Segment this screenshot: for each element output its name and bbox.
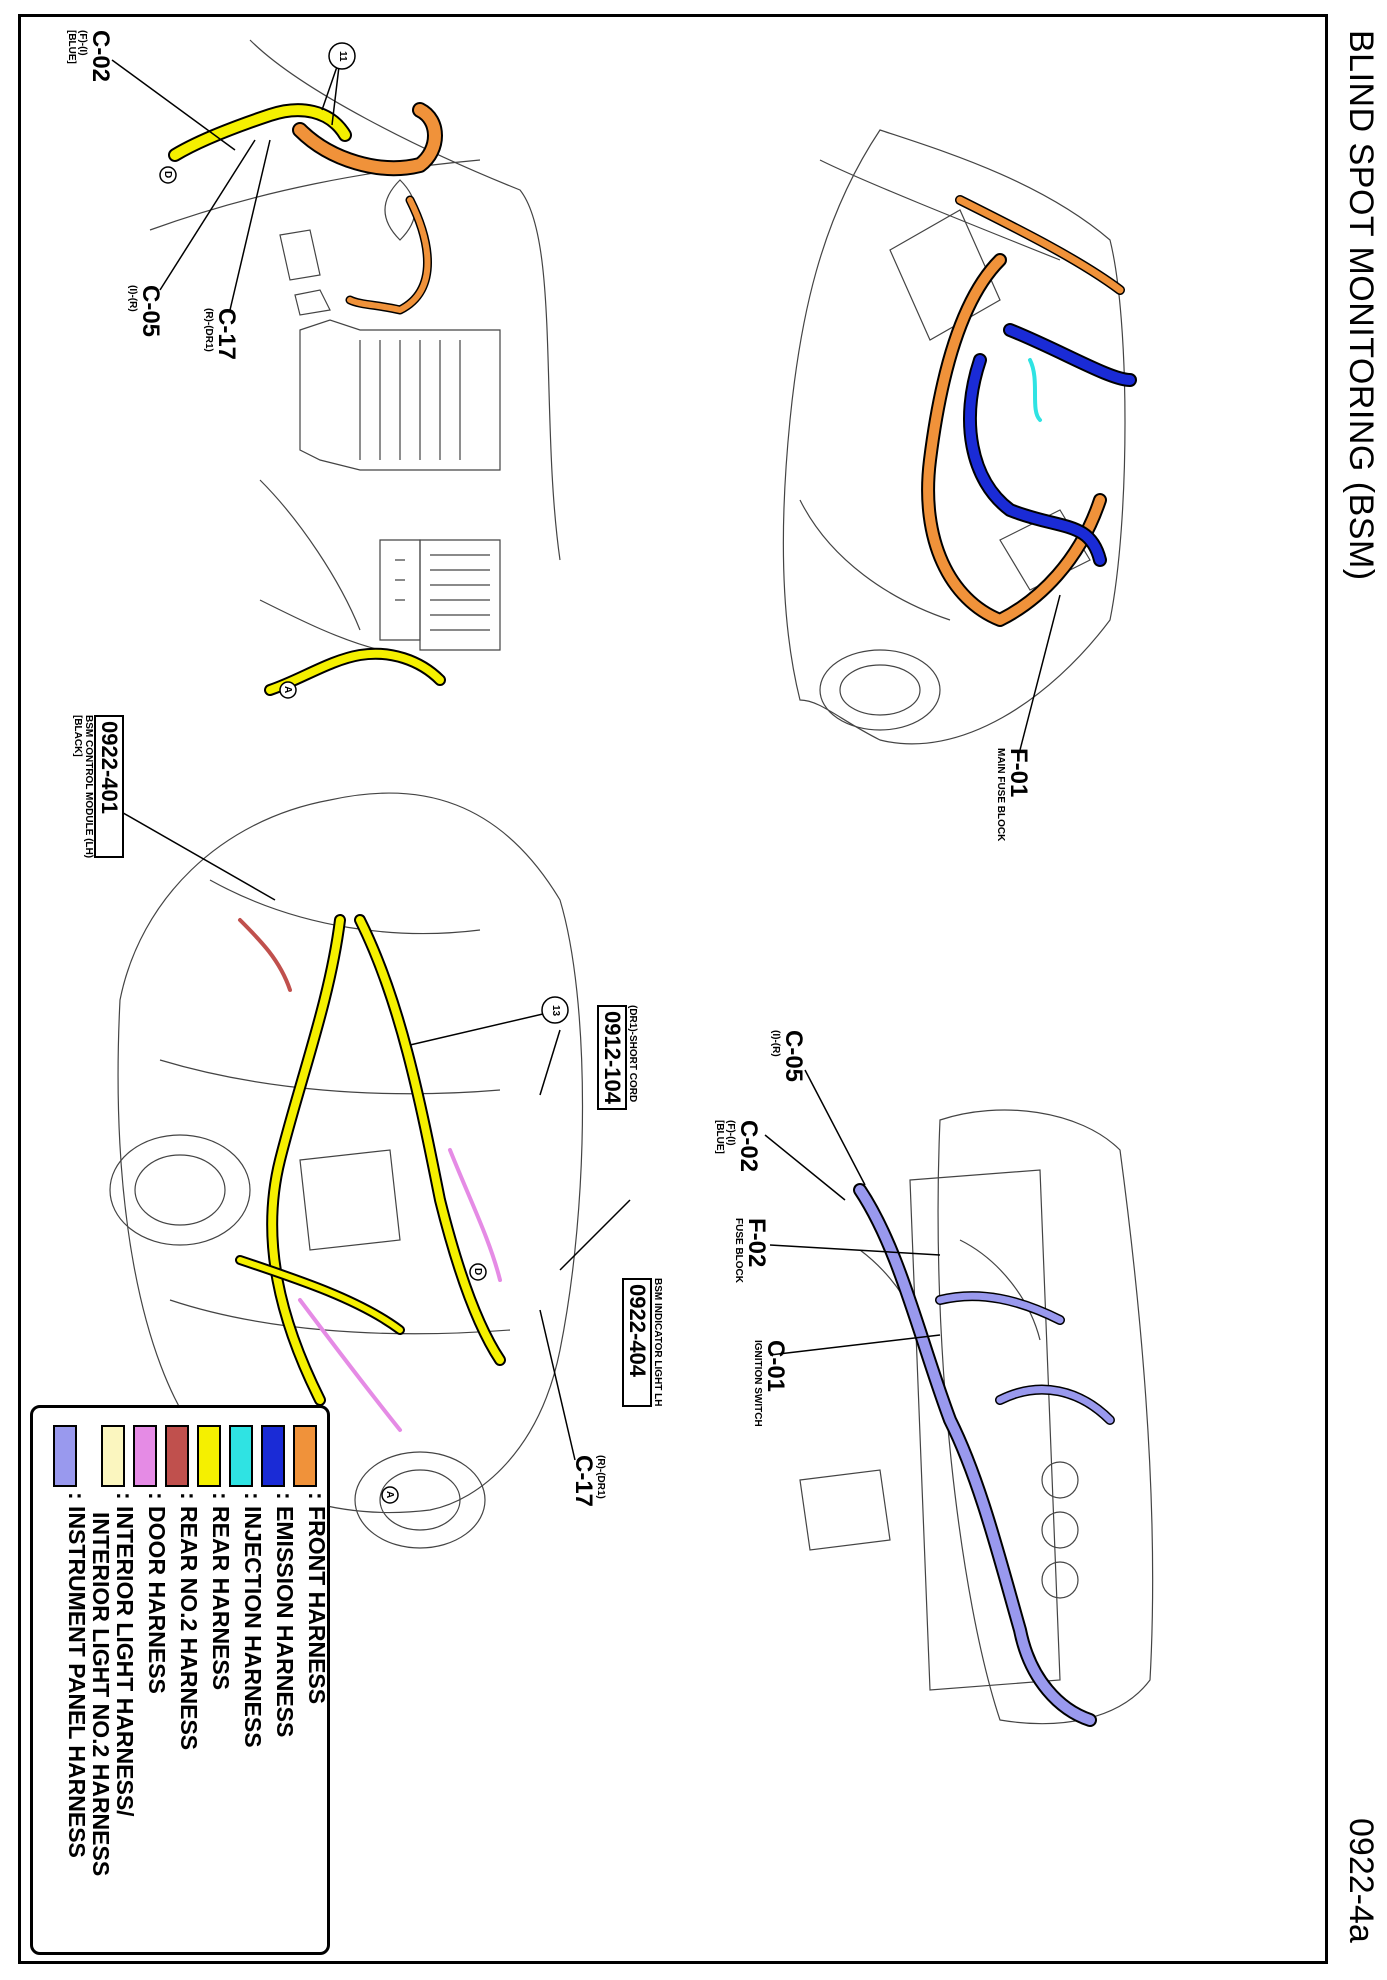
callout-f02-fuse-block: F-02 FUSE BLOCK xyxy=(733,1218,770,1283)
legend-label-rear: : REAR HARNESS xyxy=(208,1492,234,1691)
connector-marker-a-bottom: A xyxy=(384,1491,395,1499)
ref-marker-11: 11 xyxy=(337,51,348,62)
view-engine-bay xyxy=(782,129,1126,745)
legend-label-injection: : INJECTION HARNESS xyxy=(240,1492,266,1748)
legend-label-door: : DOOR HARNESS xyxy=(144,1492,170,1694)
legend-swatch-rear-no2 xyxy=(165,1425,189,1487)
callout-f01-main-fuse-block: F-01 MAIN FUSE BLOCK xyxy=(995,748,1032,842)
callout-c02-bottom: C-02 (F)-(I) [BLUE] xyxy=(714,1120,762,1173)
legend-swatch-interior-light xyxy=(101,1425,125,1487)
page-title: BLIND SPOT MONITORING (BSM) xyxy=(1342,30,1380,581)
callout-c05-bottom: C-05 (I)-(R) xyxy=(770,1030,807,1083)
legend-label-interior-light: : INTERIOR LIGHT HARNESS/ xyxy=(112,1492,138,1817)
callout-c01-ignition-switch: C-01 IGNITION SWITCH xyxy=(752,1340,789,1427)
legend-label-front: : FRONT HARNESS xyxy=(304,1492,330,1705)
callout-0922-401-bsm-control-module: 0922-401 BSM CONTROL MODULE (LH) [BLACK] xyxy=(72,715,124,859)
callout-0922-404-bsm-indicator-light: BSM INDICATOR LIGHT LH 0922-404 xyxy=(622,1278,663,1407)
view-dash-left xyxy=(149,39,561,651)
legend-swatch-injection xyxy=(229,1425,253,1487)
legend-swatch-front xyxy=(293,1425,317,1487)
legend-label-instrument-panel: : INSTRUMENT PANEL HARNESS xyxy=(64,1492,90,1858)
legend-swatch-door xyxy=(133,1425,157,1487)
callout-c17-top: C-17 (R)-(DR1) xyxy=(203,308,240,361)
connector-marker-d-top: D xyxy=(162,171,173,179)
legend-swatch-rear xyxy=(197,1425,221,1487)
page-number: 0922-4a xyxy=(1342,1818,1380,1943)
legend-label-interior-light-no2: INTERIOR LIGHT NO.2 HARNESS xyxy=(88,1512,114,1877)
page-frame xyxy=(18,14,1328,1964)
harness-color-legend: : FRONT HARNESS : EMISSION HARNESS : INJ… xyxy=(30,1405,330,1955)
connector-marker-a-top: A xyxy=(282,686,293,694)
callout-c05-top: C-05 (I)-(R) xyxy=(127,285,164,338)
legend-swatch-instrument-panel xyxy=(53,1425,77,1487)
connector-marker-d-bottom: D xyxy=(472,1268,483,1276)
callout-0912-104-short-cord: (DR1)-SHORT CORD 0912-104 xyxy=(597,1005,638,1110)
callout-c02-top: C-02 (F)-(I) [BLUE] xyxy=(66,30,114,83)
legend-label-rear-no2: : REAR NO.2 HARNESS xyxy=(176,1492,202,1751)
legend-swatch-emission xyxy=(261,1425,285,1487)
callout-c17-bottom: (R)-(DR1) C-17 xyxy=(570,1455,606,1508)
ref-marker-13: 13 xyxy=(550,1005,561,1017)
legend-label-emission: : EMISSION HARNESS xyxy=(272,1492,298,1738)
